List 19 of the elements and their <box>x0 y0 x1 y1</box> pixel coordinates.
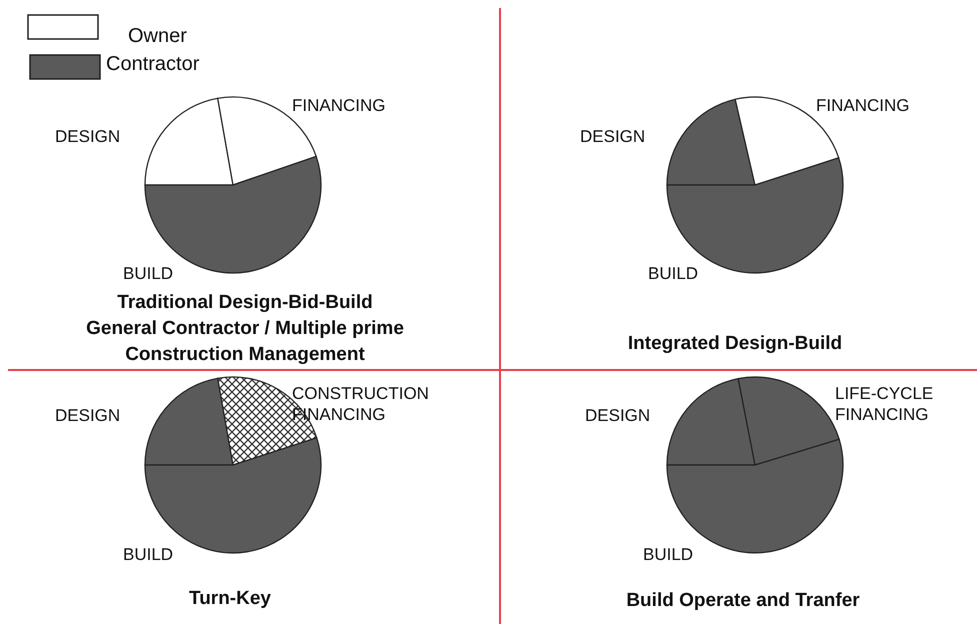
chart-title: Traditional Design-Bid-Build <box>117 291 373 315</box>
slice-label: DESIGN <box>585 405 650 426</box>
chart-title: Integrated Design-Build <box>628 332 842 356</box>
chart-title: Turn-Key <box>189 587 271 611</box>
slice-label: LIFE-CYCLE FINANCING <box>835 383 934 425</box>
legend-label: Contractor <box>106 54 200 75</box>
slice-label: DESIGN <box>55 126 120 147</box>
chart-title: General Contractor / Multiple prime <box>86 317 404 341</box>
slice-label: DESIGN <box>55 405 120 426</box>
slice-label: BUILD <box>123 544 174 565</box>
chart-title: Construction Management <box>125 343 365 367</box>
slice-label: BUILD <box>123 263 174 284</box>
slice-label: BUILD <box>648 263 698 284</box>
legend-label: Owner <box>128 26 187 47</box>
chart-title: Build Operate and Tranfer <box>626 589 860 613</box>
slice-label: DESIGN <box>580 126 646 147</box>
slice-label: BUILD <box>643 544 694 565</box>
slice-label: FINANCING <box>292 95 386 116</box>
slice-label: FINANCING <box>816 95 910 116</box>
